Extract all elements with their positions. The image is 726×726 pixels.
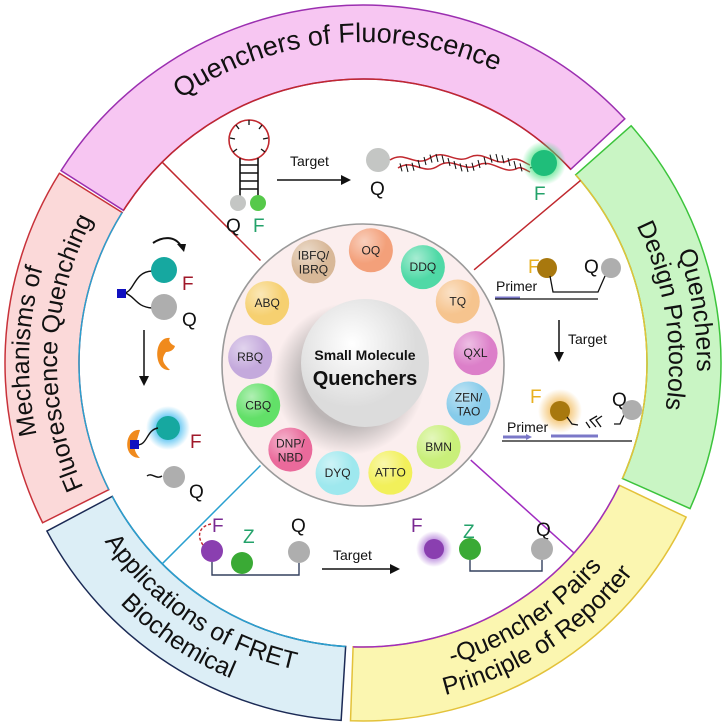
fluorophore-label: F — [182, 274, 194, 295]
quencher-ball — [163, 466, 185, 488]
outer-ring: Quenchers of FluorescenceQuenchersDesign… — [4, 4, 722, 722]
arrow-down-icon — [139, 330, 149, 386]
quencher-item: DNP/NBD — [268, 427, 313, 472]
cleaved-probe-fragments — [585, 415, 603, 429]
quencher-label: Q — [182, 310, 197, 331]
quencher-label: ABQ — [254, 296, 279, 310]
target-label: Target — [568, 331, 607, 347]
quencher-ball — [601, 258, 621, 278]
fluorophore-ball — [531, 150, 557, 176]
curved-arrow-icon — [198, 523, 212, 546]
fluorophore-ball — [550, 401, 570, 421]
quencher-item: ABQ — [245, 281, 290, 326]
quencher-ball — [531, 538, 553, 560]
quencher-item: TQ — [435, 279, 480, 324]
panel-fret: F Z Q Target F Z Q — [198, 516, 553, 576]
segment-band — [349, 484, 688, 722]
quencher-label: DNP/NBD — [276, 437, 305, 465]
curved-arrow-icon — [152, 237, 182, 247]
fluorophore-label: F — [253, 216, 265, 237]
panel-mechanism: F Q F Q — [117, 237, 204, 503]
quencher-ball — [151, 294, 177, 320]
primer-label: Primer — [496, 278, 538, 294]
quencher-label: CBQ — [245, 398, 271, 412]
quencher-label: Q — [291, 516, 306, 537]
scaffold-square — [117, 289, 126, 298]
quencher-item: DYQ — [315, 451, 360, 496]
fluorophore-label: F — [411, 516, 423, 537]
quencher-label: Q — [584, 257, 599, 278]
quencher-item: RBQ — [228, 335, 273, 380]
z-ball — [459, 538, 481, 560]
quencher-item: ZEN/TAO — [446, 381, 491, 426]
quencher-item: OQ — [348, 228, 393, 273]
z-label: Z — [463, 522, 475, 543]
quencher-label: ATTO — [375, 466, 406, 480]
hairpin-loop-icon — [228, 119, 270, 211]
quencher-label: ZEN/TAO — [455, 390, 483, 418]
fluorophore-ball — [537, 258, 557, 278]
quencher-item: DDQ — [400, 245, 445, 290]
arrow-right-icon — [277, 175, 351, 185]
center-title-line1: Small Molecule — [314, 347, 415, 363]
quencher-label: DDQ — [410, 260, 437, 274]
panel-divider — [161, 465, 261, 565]
panel-molecular-beacon: Q F Target Q F — [226, 119, 566, 237]
panel-design-protocol: F Q Primer Target F Q Primer — [495, 257, 642, 442]
quencher-label: Q — [189, 482, 204, 503]
quencher-label: IBFQ/IBRQ — [298, 248, 330, 276]
primer-label: Primer — [507, 419, 549, 435]
quencher-ball — [622, 400, 642, 420]
quencher-label: Q — [226, 216, 241, 237]
fluorophore-ball — [156, 416, 180, 440]
fluorophore-ball — [201, 540, 223, 562]
fluorophore-ball — [424, 539, 444, 559]
quencher-label: OQ — [362, 243, 381, 257]
arrow-down-icon — [554, 320, 564, 362]
panel-divider — [473, 179, 582, 271]
quencher-item: CBQ — [236, 383, 281, 428]
segment-quenchers-of-fluorescence: Quenchers of Fluorescence — [60, 4, 626, 212]
quencher-ball — [288, 541, 310, 563]
quencher-label: DYQ — [325, 466, 351, 480]
enzyme-icon — [157, 337, 175, 371]
scaffold-square — [130, 440, 139, 449]
quencher-label: TQ — [449, 294, 466, 308]
arrow-right-icon — [322, 564, 400, 574]
fluorophore-label: F — [528, 257, 540, 278]
quencher-item: BMN — [416, 424, 461, 469]
quencher-label: RBQ — [237, 350, 263, 364]
fluorophore-label: F — [530, 387, 542, 408]
segment-reporter-quencher-pairs: Principle of Reporter-Quencher Pairs — [349, 484, 688, 722]
quencher-label: Q — [536, 520, 551, 541]
quencher-label: Q — [370, 179, 385, 200]
target-label: Target — [290, 153, 329, 169]
target-label: Target — [333, 547, 372, 563]
z-ball — [231, 552, 253, 574]
fluorophore-label: F — [190, 432, 202, 453]
fluorophore-label: F — [534, 184, 546, 205]
center-title-line2: Quenchers — [313, 368, 417, 390]
quencher-label: BMN — [425, 440, 452, 454]
quencher-item: QXL — [453, 331, 498, 376]
panel-dividers — [161, 161, 582, 565]
fluorophore-label: F — [212, 516, 224, 537]
fluorophore-ball — [151, 257, 177, 283]
quencher-label: QXL — [464, 346, 488, 360]
hybridized-duplex-icon — [389, 153, 541, 173]
panel-divider — [470, 459, 575, 554]
panel-divider — [161, 161, 261, 261]
z-label: Z — [243, 527, 255, 548]
quencher-item: IBFQ/IBRQ — [291, 239, 336, 284]
quencher-ball — [366, 148, 390, 172]
quencher-item: ATTO — [368, 450, 413, 495]
